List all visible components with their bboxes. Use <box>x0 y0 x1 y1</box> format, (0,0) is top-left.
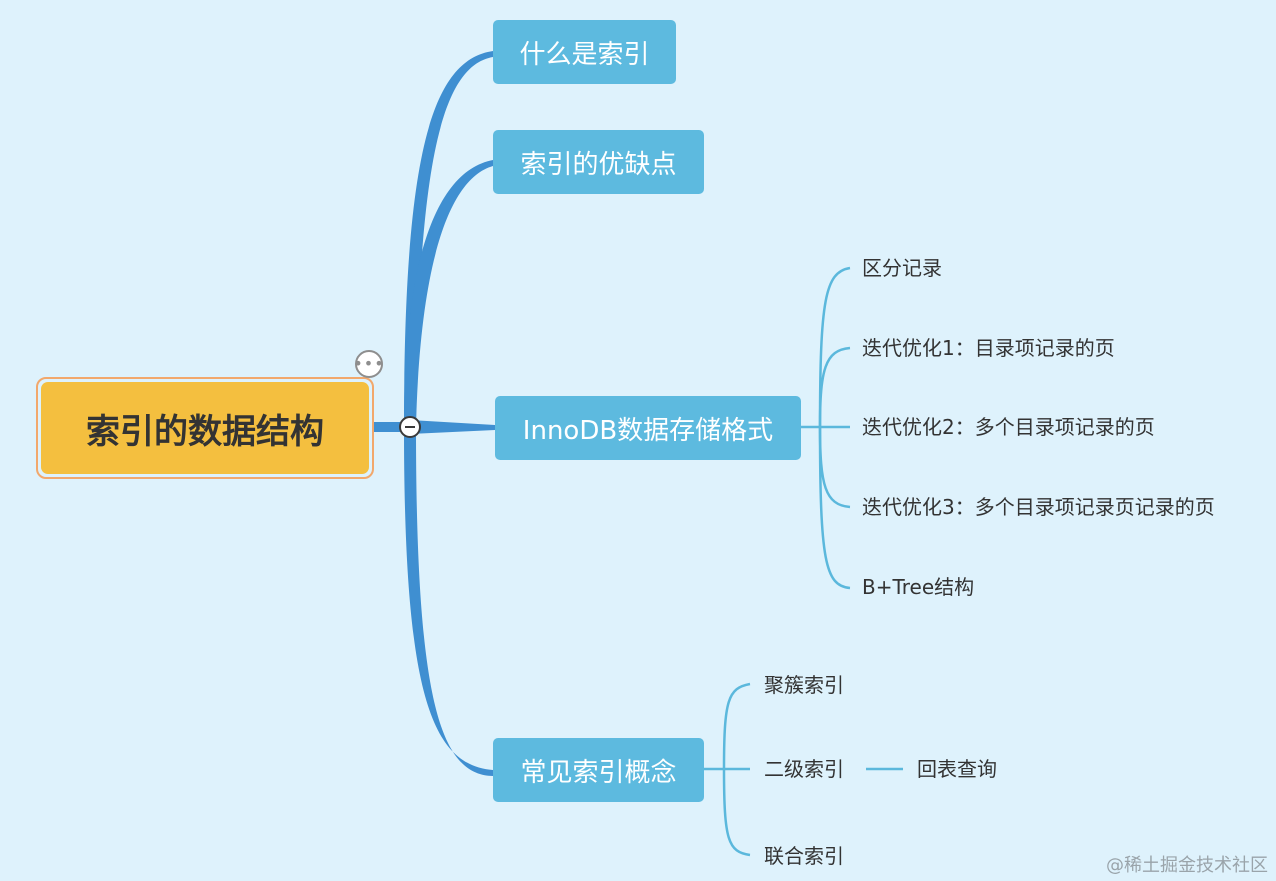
subtopic-clustered-index[interactable]: 聚簇索引 <box>764 673 844 697</box>
topic-common-index-concepts[interactable]: 常见索引概念 <box>493 738 704 802</box>
subtopic-lookup-back-table[interactable]: 回表查询 <box>917 757 997 781</box>
subtopic-iteration-2[interactable]: 迭代优化2：多个目录项记录的页 <box>862 415 1155 439</box>
root-topic[interactable]: 索引的数据结构 <box>36 377 374 479</box>
branch-common-concepts <box>404 427 493 776</box>
subtopic-iteration-1[interactable]: 迭代优化1：目录项记录的页 <box>862 336 1115 360</box>
branch-innodb <box>410 420 495 434</box>
comment-icon[interactable]: ••• <box>353 350 384 378</box>
watermark: @稀土掘金技术社区 <box>1106 855 1268 876</box>
subtopic-iteration-3[interactable]: 迭代优化3：多个目录项记录页记录的页 <box>862 495 1215 519</box>
subtopic-bplus-tree[interactable]: B+Tree结构 <box>862 575 975 599</box>
topic-pros-cons[interactable]: 索引的优缺点 <box>493 130 704 194</box>
collapse-minus-icon[interactable] <box>399 416 421 438</box>
branch-pros-cons <box>404 160 493 427</box>
root-connector <box>374 422 400 432</box>
branch-what-is-index <box>404 51 493 427</box>
root-topic-label: 索引的数据结构 <box>41 382 369 474</box>
concepts-sub-connectors <box>704 682 903 857</box>
topic-what-is-index[interactable]: 什么是索引 <box>493 20 676 84</box>
subtopic-composite-index[interactable]: 联合索引 <box>764 844 844 868</box>
subtopic-distinguish-records[interactable]: 区分记录 <box>862 256 942 280</box>
subtopic-secondary-index[interactable]: 二级索引 <box>764 757 844 781</box>
topic-innodb-storage-format[interactable]: InnoDB数据存储格式 <box>495 396 801 460</box>
innodb-sub-connectors <box>801 266 851 590</box>
